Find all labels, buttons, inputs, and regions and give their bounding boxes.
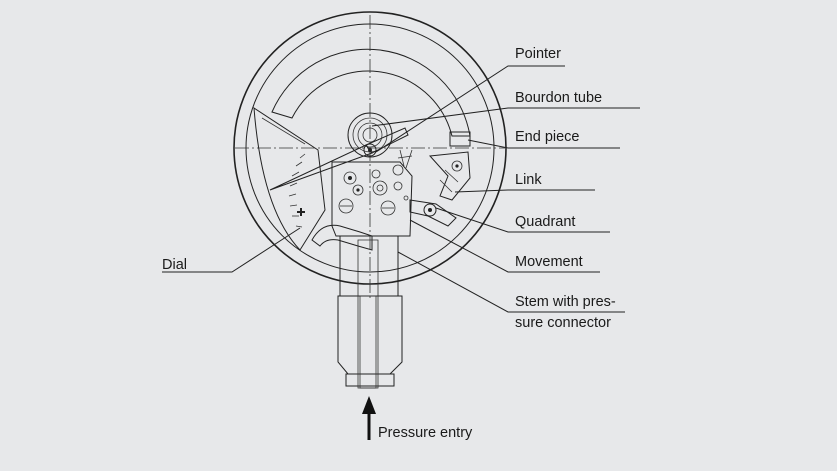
label-dial: Dial xyxy=(162,257,187,273)
pointer xyxy=(269,127,409,191)
label-stem-line2: sure connector xyxy=(515,315,611,331)
label-quadrant: Quadrant xyxy=(515,214,575,230)
pressure-entry-arrow xyxy=(362,396,376,440)
end-piece xyxy=(449,131,471,147)
quadrant xyxy=(397,149,457,227)
dial xyxy=(253,107,326,251)
movement xyxy=(331,161,413,237)
label-pressure-entry: Pressure entry xyxy=(378,425,473,441)
bourdon-tube-lower xyxy=(311,224,373,251)
label-bourdon-tube: Bourdon tube xyxy=(515,90,602,106)
stem xyxy=(337,235,403,389)
leader-lines xyxy=(162,65,640,313)
label-pointer: Pointer xyxy=(515,46,561,62)
link xyxy=(428,151,471,201)
label-end-piece: End piece xyxy=(515,129,580,145)
hairspring xyxy=(347,112,393,158)
label-link: Link xyxy=(515,172,542,188)
label-movement: Movement xyxy=(515,254,583,270)
label-stem-line1: Stem with pres- xyxy=(515,294,616,310)
